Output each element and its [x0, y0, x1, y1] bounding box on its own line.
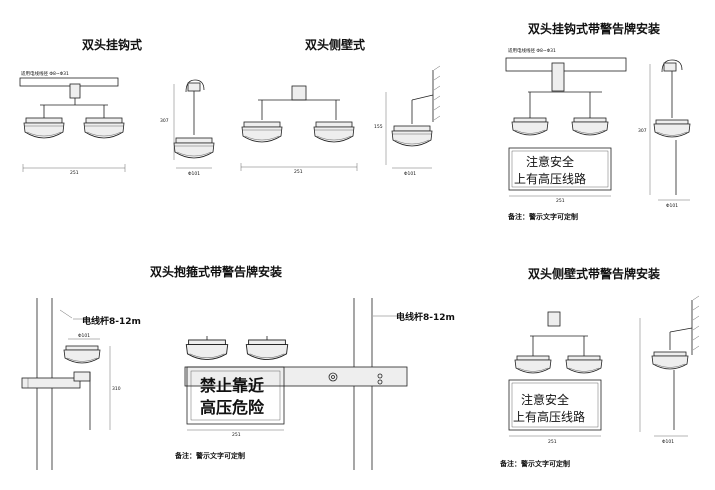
width-dimension: 251	[70, 170, 79, 176]
double-side-wall-side-view: 155 Φ101	[374, 65, 441, 177]
double-hook-side-view: 307 Φ101	[160, 79, 215, 177]
note-customizable: 备注：警示文字可定制	[174, 451, 245, 460]
diameter-dimension: Φ101	[666, 203, 678, 209]
diameter-dimension: Φ101	[78, 333, 90, 339]
title-double-hug-pole-sign: 双头抱箍式带警告牌安装	[150, 264, 282, 279]
hug-pole-front-view: 电线杆8-12m 禁止靠近 高压危险 251 备注：警示文字可定制	[174, 298, 455, 470]
double-side-wall-sign-side-view: Φ101	[639, 295, 700, 445]
height-dimension: 307	[160, 118, 169, 124]
wire-diameter-label: 适用电线线径 Φ8~Φ31	[21, 70, 69, 77]
double-side-wall-sign-front-view: 注意安全 上有高压线路 251 备注：警示文字可定制	[499, 311, 603, 468]
sign-text-line1: 注意安全	[521, 392, 569, 407]
sign-text-line2: 高压危险	[200, 398, 265, 417]
width-dimension: 251	[294, 169, 303, 175]
double-side-wall-front-view: 251	[240, 85, 358, 175]
sign-text-line2: 上有高压线路	[513, 409, 585, 424]
double-hook-sign-side-view: 307 Φ101	[638, 59, 691, 209]
pole-label: 电线杆8-12m	[396, 311, 455, 323]
sign-text-line2: 上有高压线路	[514, 171, 586, 186]
diameter-dimension: Φ101	[188, 171, 200, 177]
double-hook-sign-front-view: 适用电线线径 Φ8~Φ31 注意安全 上有高压线路 251 备注：警示文字可定制	[505, 47, 627, 221]
title-double-hook: 双头挂钩式	[82, 37, 142, 52]
width-dimension: 251	[232, 432, 241, 438]
diameter-dimension: Φ101	[404, 171, 416, 177]
height-dimension: 310	[112, 386, 121, 392]
height-dimension: 307	[638, 128, 647, 134]
wire-diameter-label: 适用电线线径 Φ8~Φ31	[508, 47, 556, 54]
width-dimension: 251	[556, 198, 565, 204]
width-dimension: 251	[548, 439, 557, 445]
note-customizable: 备注：警示文字可定制	[499, 459, 570, 468]
pole-label: 电线杆8-12m	[82, 315, 141, 327]
title-double-hook-sign: 双头挂钩式带警告牌安装	[528, 21, 660, 36]
sign-text-line1: 注意安全	[526, 154, 574, 169]
height-dimension: 155	[374, 124, 383, 130]
hug-pole-side-view: 电线杆8-12m Φ101 310	[21, 298, 141, 470]
diameter-dimension: Φ101	[662, 439, 674, 445]
sign-text-line1: 禁止靠近	[200, 376, 264, 395]
double-hook-front-view: 适用电线线径 Φ8~Φ31 251	[19, 70, 126, 176]
title-double-side-wall: 双头侧壁式	[305, 37, 365, 52]
title-double-side-wall-sign: 双头侧壁式带警告牌安装	[528, 266, 660, 281]
note-customizable: 备注：警示文字可定制	[507, 212, 578, 221]
